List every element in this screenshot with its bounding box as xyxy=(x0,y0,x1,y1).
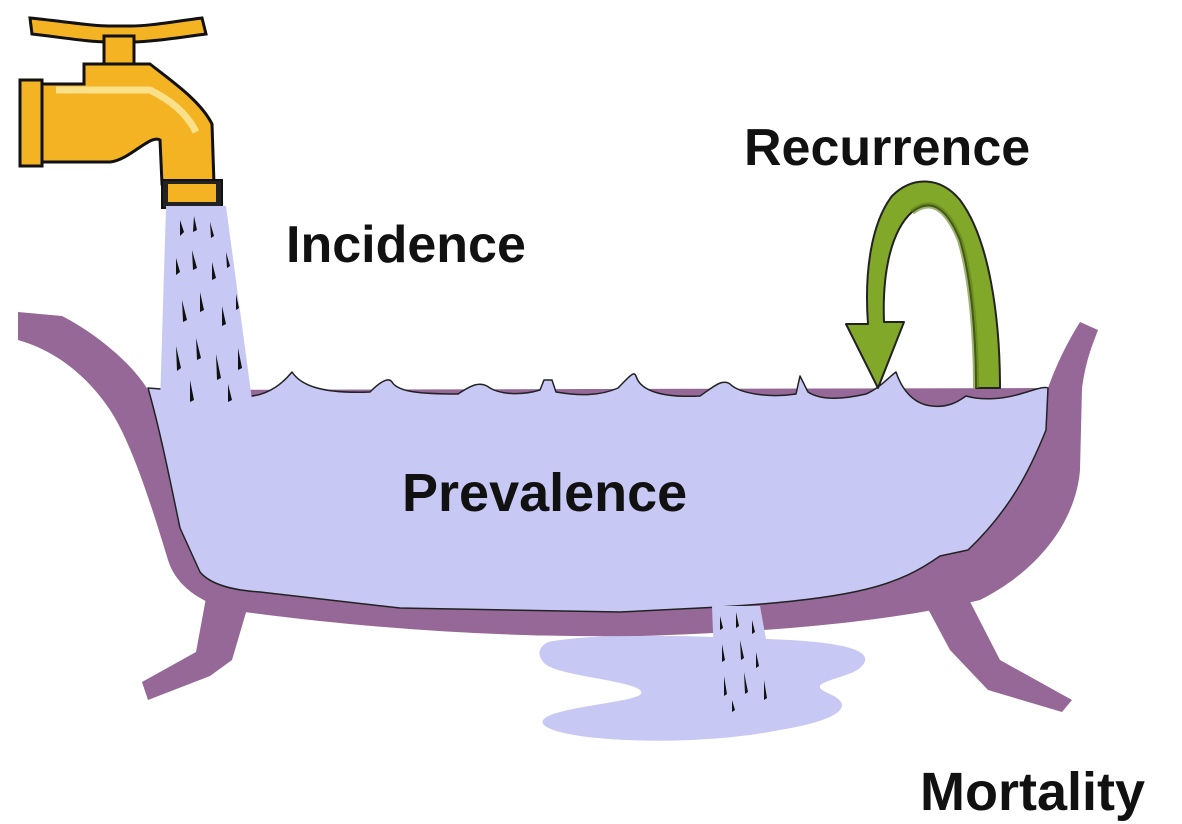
recurrence-arrow-icon xyxy=(846,181,1000,388)
label-recurrence: Recurrence xyxy=(744,122,1030,174)
water-stream-icon xyxy=(160,206,252,404)
label-incidence: Incidence xyxy=(286,219,526,271)
label-mortality: Mortality xyxy=(920,765,1145,819)
floor-puddle xyxy=(539,636,865,741)
faucet-icon xyxy=(20,18,222,208)
label-prevalence: Prevalence xyxy=(402,466,687,520)
